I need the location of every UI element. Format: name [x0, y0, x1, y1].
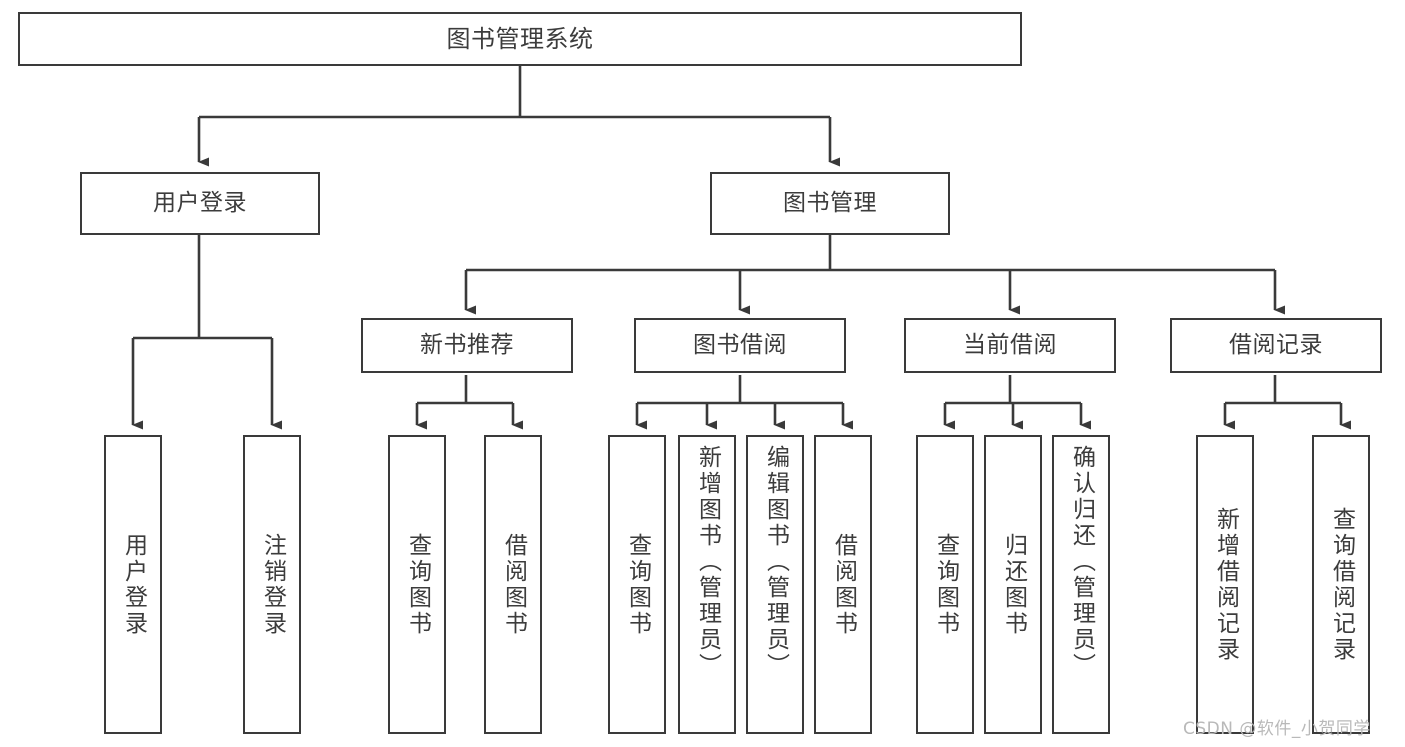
node-leaf-query-book-3-label: 查询图书 — [932, 532, 959, 637]
node-leaf-return-book[interactable]: 归还图书 — [984, 435, 1042, 734]
node-user-login-label: 用户登录 — [153, 189, 247, 216]
node-leaf-add-book-label: 新增图书（管理员） — [694, 445, 721, 679]
node-leaf-user-login[interactable]: 用户登录 — [104, 435, 162, 734]
node-leaf-query-record-label: 查询借阅记录 — [1328, 506, 1355, 663]
node-leaf-borrow-book-1[interactable]: 借阅图书 — [484, 435, 542, 734]
node-leaf-borrow-book-2[interactable]: 借阅图书 — [814, 435, 872, 734]
node-leaf-add-record-label: 新增借阅记录 — [1212, 506, 1239, 663]
node-leaf-add-book[interactable]: 新增图书（管理员） — [678, 435, 736, 734]
node-book-manage-label: 图书管理 — [783, 189, 877, 216]
node-borrow-record[interactable]: 借阅记录 — [1170, 318, 1382, 373]
node-root-label: 图书管理系统 — [446, 24, 594, 53]
node-leaf-query-book-1[interactable]: 查询图书 — [388, 435, 446, 734]
node-leaf-query-record[interactable]: 查询借阅记录 — [1312, 435, 1370, 734]
node-leaf-query-book-1-label: 查询图书 — [404, 532, 431, 637]
node-root[interactable]: 图书管理系统 — [18, 12, 1022, 66]
node-new-book-recommend-label: 新书推荐 — [420, 331, 514, 358]
node-leaf-logout[interactable]: 注销登录 — [243, 435, 301, 734]
node-leaf-edit-book[interactable]: 编辑图书（管理员） — [746, 435, 804, 734]
node-current-borrow-label: 当前借阅 — [963, 331, 1057, 358]
node-book-borrow-label: 图书借阅 — [693, 331, 787, 358]
node-leaf-return-book-label: 归还图书 — [1000, 532, 1027, 637]
node-user-login[interactable]: 用户登录 — [80, 172, 320, 235]
node-borrow-record-label: 借阅记录 — [1229, 331, 1323, 358]
node-leaf-query-book-2-label: 查询图书 — [624, 532, 651, 637]
node-current-borrow[interactable]: 当前借阅 — [904, 318, 1116, 373]
node-leaf-borrow-book-1-label: 借阅图书 — [500, 532, 527, 637]
node-leaf-edit-book-label: 编辑图书（管理员） — [762, 445, 789, 679]
node-leaf-add-record[interactable]: 新增借阅记录 — [1196, 435, 1254, 734]
node-new-book-recommend[interactable]: 新书推荐 — [361, 318, 573, 373]
node-leaf-query-book-2[interactable]: 查询图书 — [608, 435, 666, 734]
node-book-manage[interactable]: 图书管理 — [710, 172, 950, 235]
node-leaf-borrow-book-2-label: 借阅图书 — [830, 532, 857, 637]
node-leaf-user-login-label: 用户登录 — [120, 532, 147, 637]
node-leaf-query-book-3[interactable]: 查询图书 — [916, 435, 974, 734]
node-leaf-logout-label: 注销登录 — [259, 532, 286, 637]
node-book-borrow[interactable]: 图书借阅 — [634, 318, 846, 373]
node-leaf-confirm-return[interactable]: 确认归还（管理员） — [1052, 435, 1110, 734]
csdn-watermark: CSDN @软件_小贺同学 — [1183, 719, 1371, 739]
node-leaf-confirm-return-label: 确认归还（管理员） — [1068, 445, 1095, 679]
